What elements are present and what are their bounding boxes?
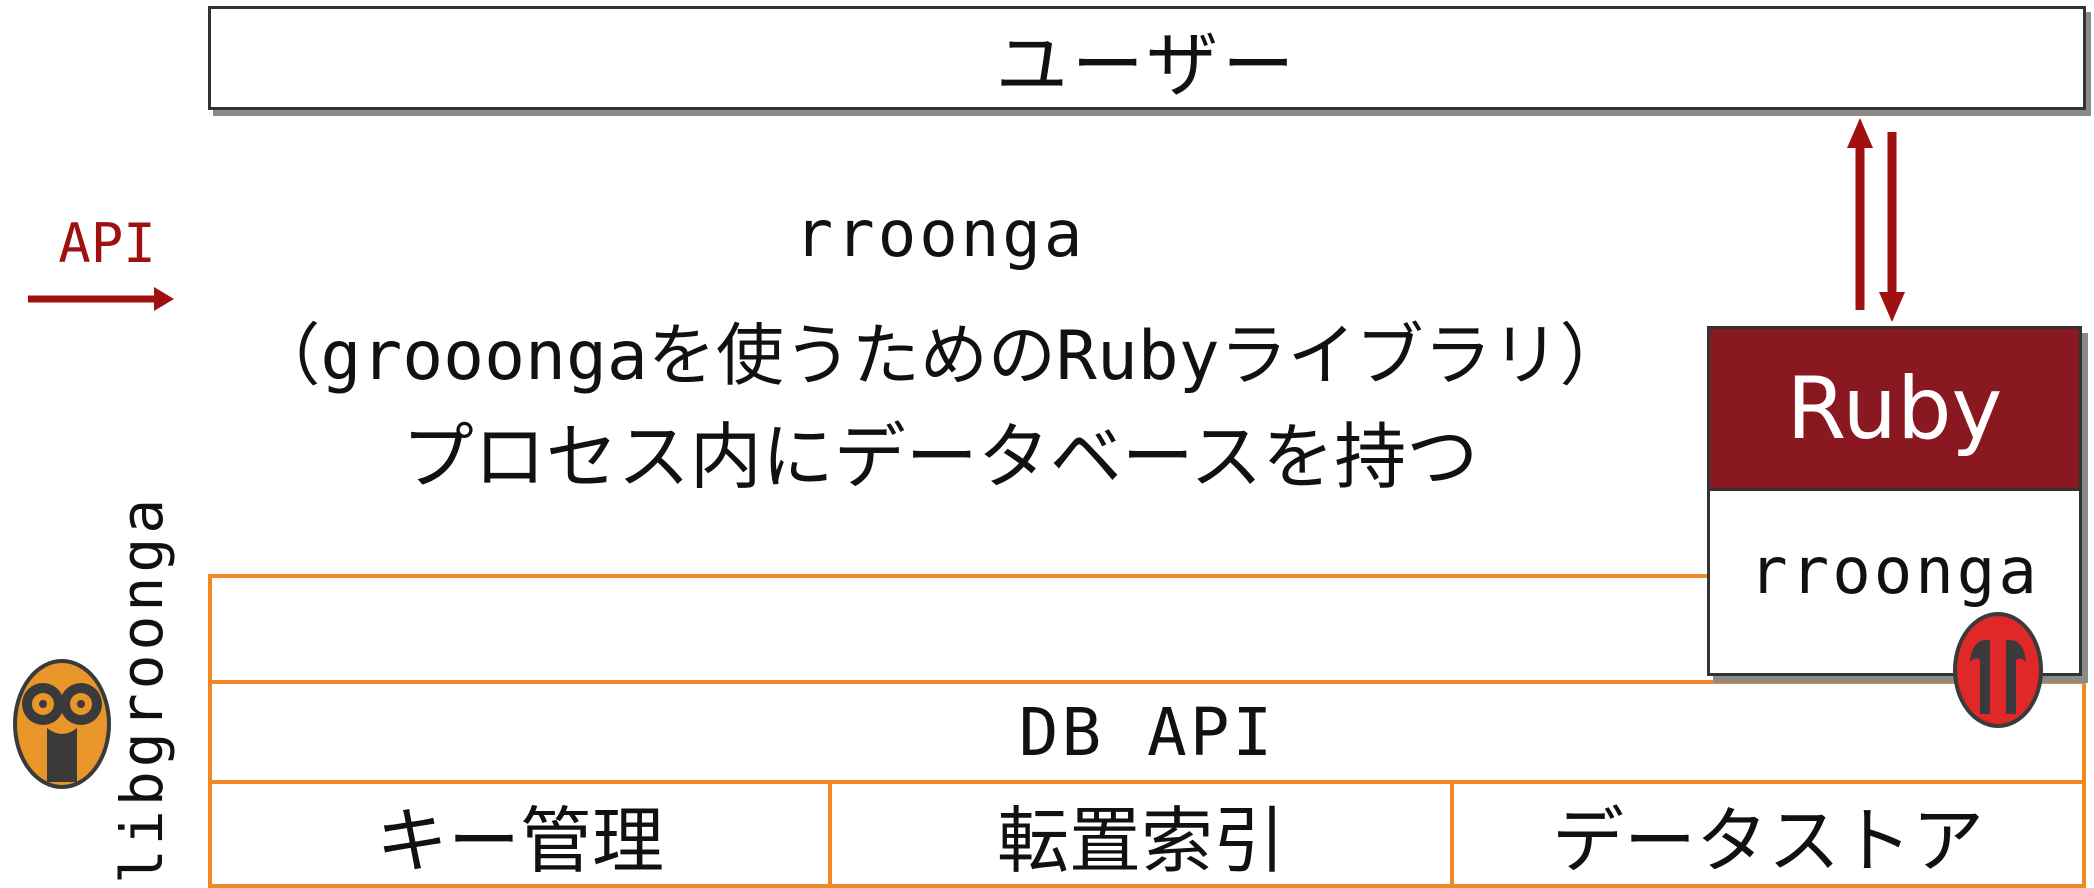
db-api-label: DB API [1018, 693, 1276, 771]
user-label: ユーザー [995, 22, 1299, 107]
libgroonga-label: libgroonga [108, 494, 176, 884]
ruby-label: Ruby [1786, 358, 2003, 459]
db-api-layer: DB API [208, 680, 2086, 784]
module-label: 転置索引 [996, 798, 1285, 883]
api-arrow-icon [28, 287, 174, 311]
api-label: API [58, 212, 156, 275]
module-key-management: キー管理 [208, 780, 832, 888]
description-note: プロセス内にデータベースを持つ [401, 415, 1479, 499]
module-data-store: データストア [1450, 780, 2086, 888]
user-box: ユーザー [208, 6, 2086, 110]
ruby-box: Ruby [1707, 326, 2082, 491]
rroonga-box: rroonga [1707, 491, 2082, 676]
rroonga-label: rroonga [1749, 535, 2040, 609]
module-label: データストア [1551, 798, 1984, 883]
description-subtitle: （grooongaを使うためのRubyライブラリ） [252, 317, 1628, 396]
groonga-logo-icon [13, 659, 111, 789]
user-ruby-arrows-icon [1847, 118, 1905, 322]
description-title: rroonga [794, 198, 1086, 272]
rroonga-logo-icon [1953, 612, 2043, 728]
module-inverted-index: 転置索引 [828, 780, 1454, 888]
module-label: キー管理 [375, 798, 664, 883]
